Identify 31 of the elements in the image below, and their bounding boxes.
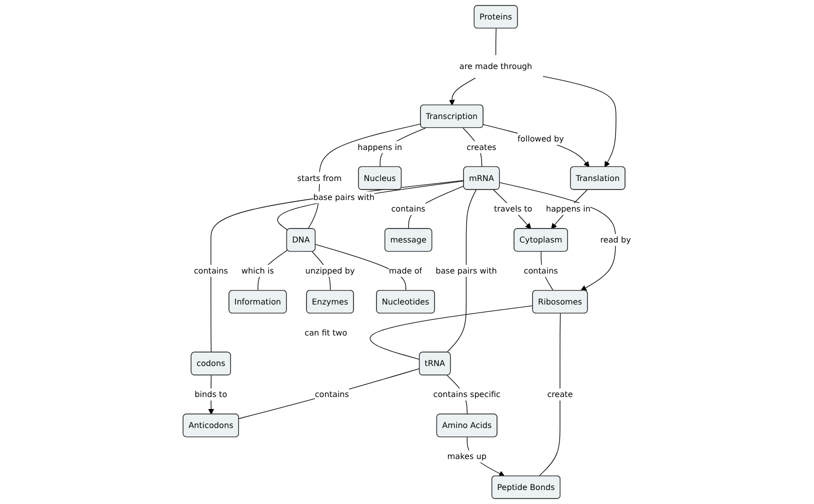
edge-label: makes up bbox=[447, 452, 486, 461]
edge-label: contains bbox=[194, 266, 228, 276]
edge-label: contains bbox=[391, 204, 426, 214]
edge-label: base pairs with bbox=[436, 266, 497, 276]
edge-label: can fit two bbox=[304, 328, 348, 338]
arrow bbox=[542, 76, 616, 168]
edge-label: happens in bbox=[546, 204, 590, 214]
edge-label: create bbox=[547, 390, 573, 400]
edge-label: creates bbox=[466, 142, 496, 152]
edge-label: which is bbox=[241, 266, 274, 276]
edge-label: happens in bbox=[358, 142, 402, 152]
arrow bbox=[449, 78, 476, 106]
edge-label: contains specific bbox=[433, 390, 500, 400]
arrow bbox=[483, 124, 590, 168]
edge-label: read by bbox=[600, 235, 631, 245]
edge-label: contains bbox=[314, 390, 349, 400]
node-text: are made through bbox=[459, 62, 532, 72]
connector bbox=[538, 313, 561, 476]
connector bbox=[370, 305, 534, 360]
connector bbox=[308, 124, 422, 230]
edge-label: starts from bbox=[297, 173, 342, 183]
edge-label: base pairs with bbox=[313, 192, 375, 202]
connector bbox=[238, 368, 420, 419]
edge-label: travels to bbox=[494, 204, 532, 214]
edge-label: unzipped by bbox=[305, 266, 355, 276]
edge-label: made of bbox=[388, 266, 422, 276]
connector bbox=[495, 28, 496, 56]
connector bbox=[446, 190, 476, 353]
edge-label: binds to bbox=[194, 390, 228, 400]
edge-label: contains bbox=[524, 266, 558, 276]
edge-label: followed by bbox=[518, 134, 564, 144]
